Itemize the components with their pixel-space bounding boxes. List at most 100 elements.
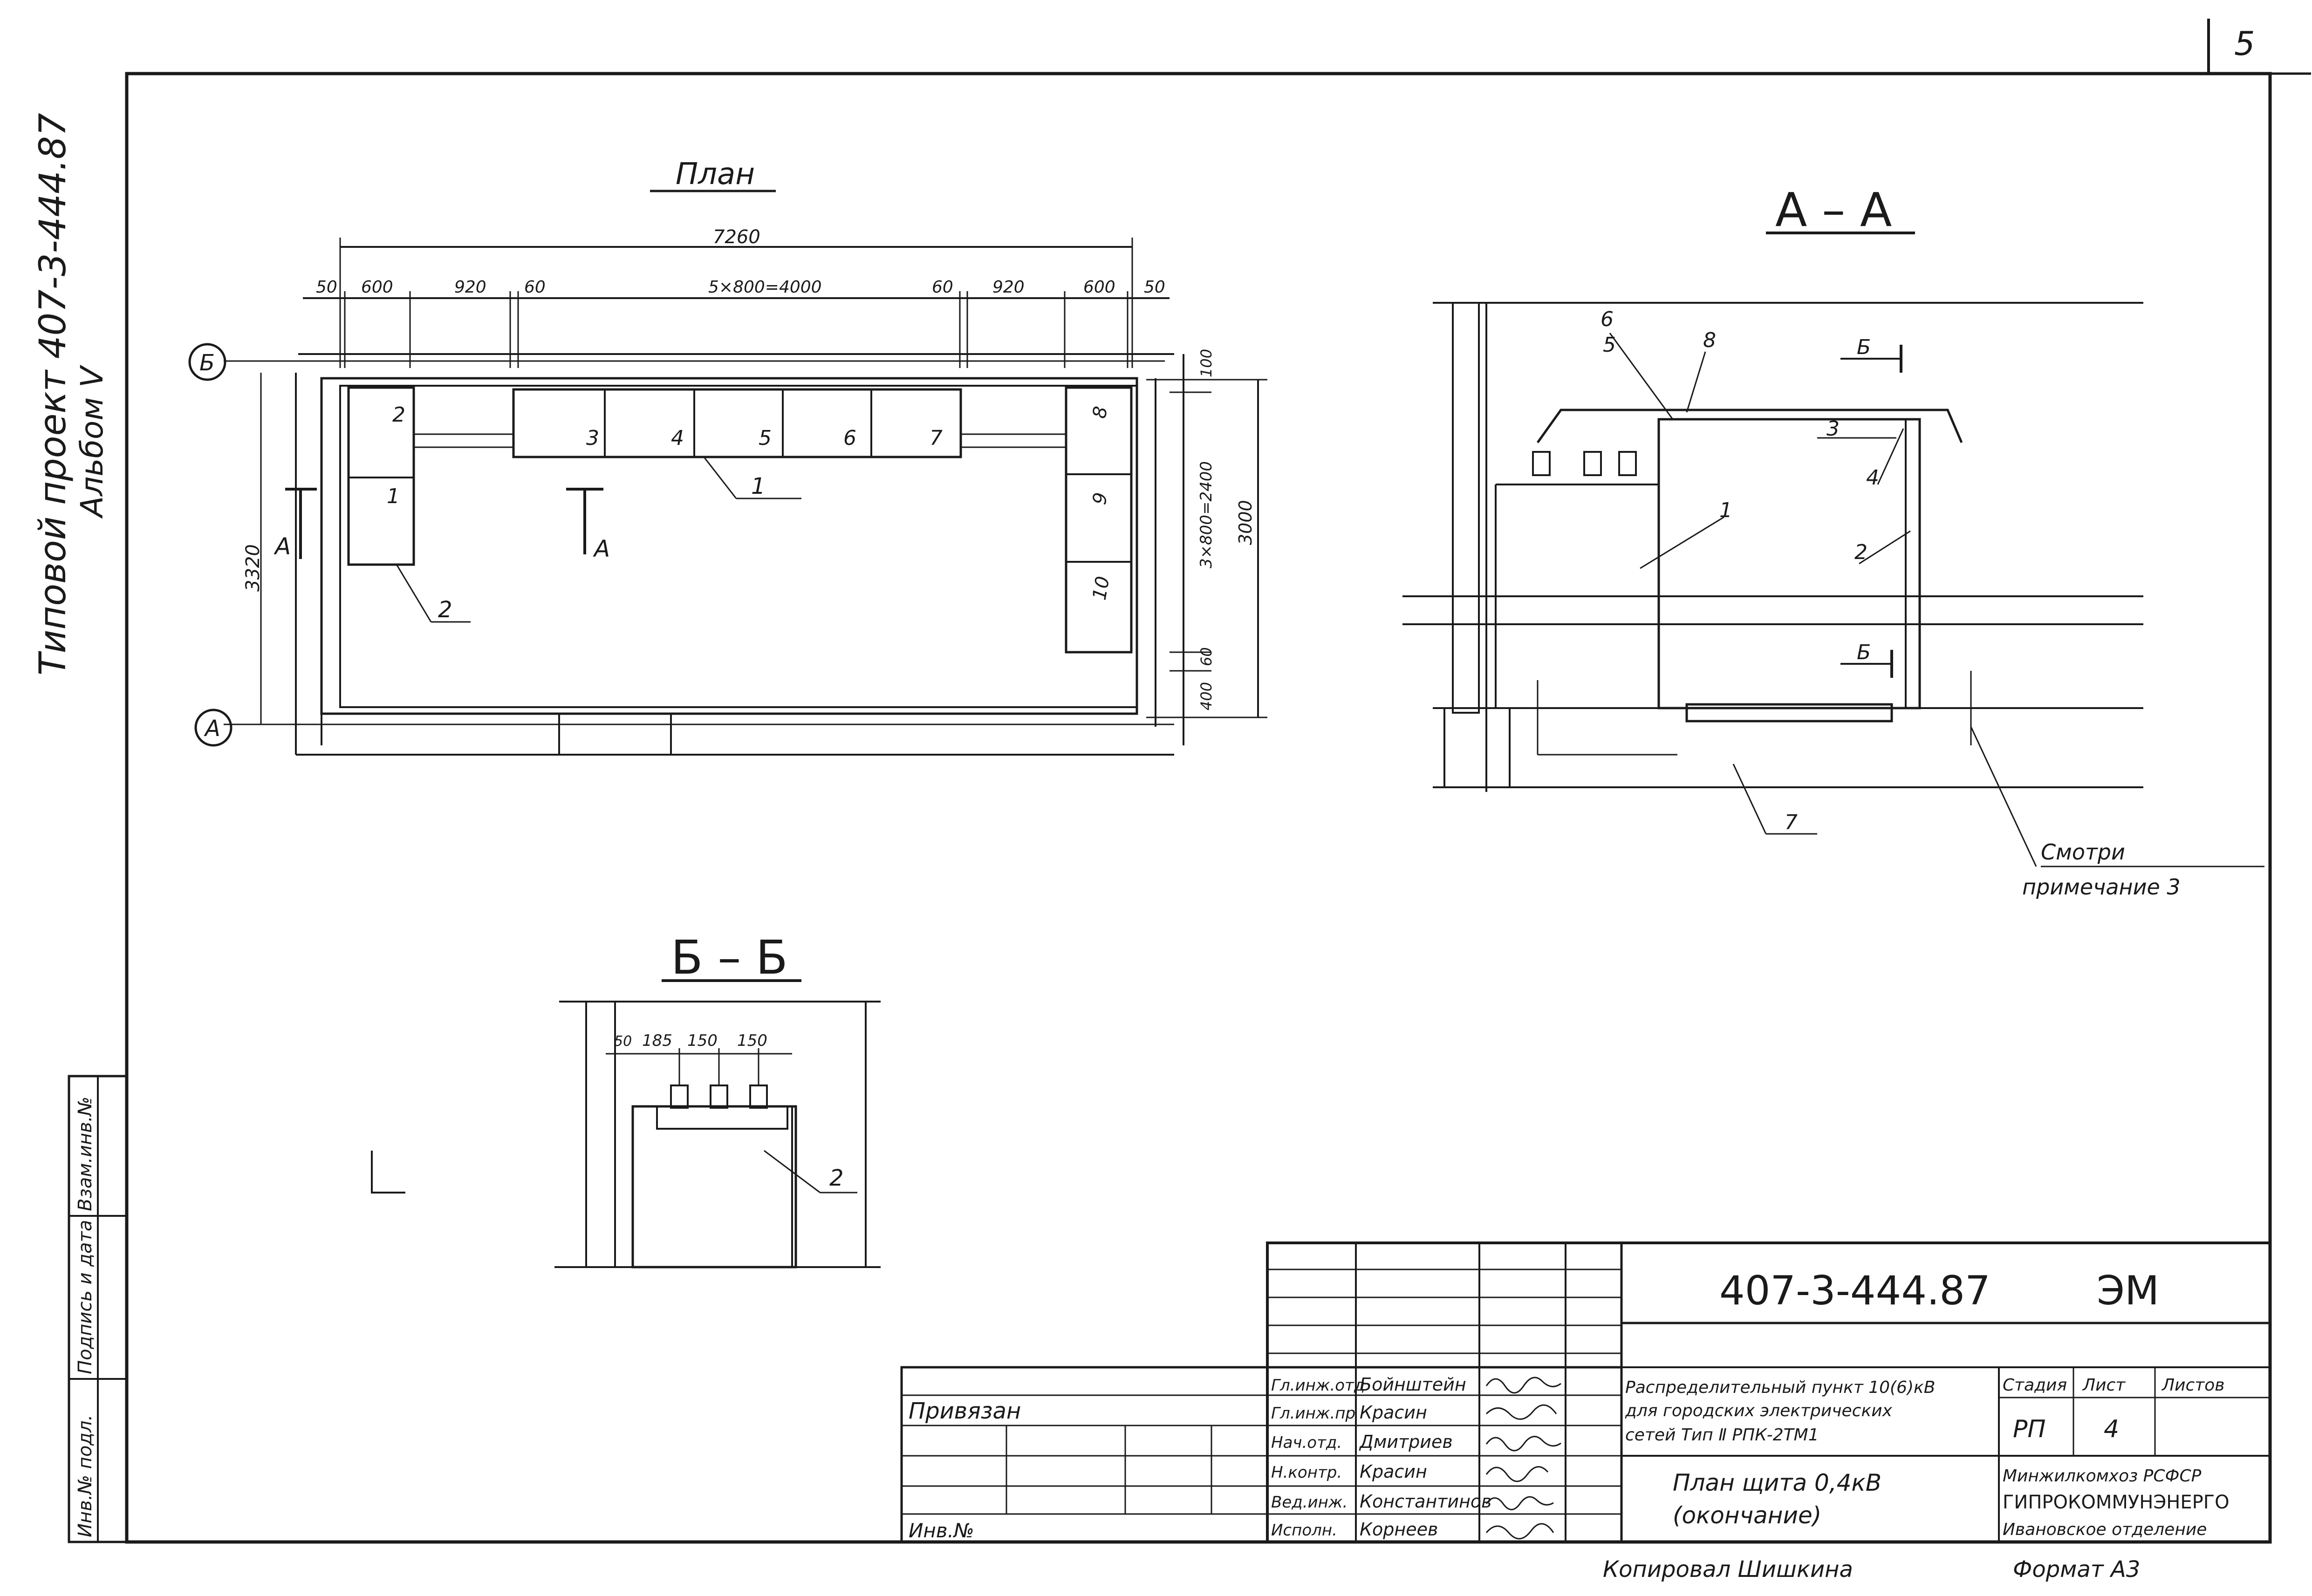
sheet-header: Лист xyxy=(2082,1376,2126,1395)
aa-callout-8: 8 xyxy=(1703,328,1716,352)
plan-cut-mark-right: А xyxy=(593,535,610,562)
plan-rdim-1: 3×800=2400 xyxy=(1197,461,1216,568)
plan-dim-2: 920 xyxy=(454,278,486,297)
axis-a-label: А xyxy=(204,716,220,742)
plan-dim-5: 60 xyxy=(932,278,953,297)
plan-rdim-3: 400 xyxy=(1197,682,1215,710)
panel-10-label: 10 xyxy=(1089,575,1114,602)
name-3: Красин xyxy=(1360,1461,1427,1482)
plan-rdim-2: 60 xyxy=(1197,647,1215,666)
page-number: 5 xyxy=(2234,25,2255,63)
section-aa-title: А – А xyxy=(1775,183,1892,237)
aa-callout-3: 3 xyxy=(1826,417,1840,441)
aa-callout-2: 2 xyxy=(1854,540,1867,564)
description-line2: для городских электрических xyxy=(1625,1401,1893,1420)
plan-dim-8: 50 xyxy=(1144,278,1165,297)
panel-6-label: 6 xyxy=(843,426,856,450)
axis-a-marker xyxy=(194,709,233,747)
plan-right-dimensions xyxy=(1146,354,1267,745)
panel-4-label: 4 xyxy=(671,426,684,450)
left-approval-strip xyxy=(68,1075,128,1543)
privyazan-label: Привязан xyxy=(909,1398,1021,1424)
axis-b-marker xyxy=(188,343,226,381)
bb-callout-2: 2 xyxy=(829,1165,844,1191)
bb-dim-0: 50 xyxy=(614,1033,632,1050)
aa-callout-4: 4 xyxy=(1866,466,1879,490)
stage-header: Стадия xyxy=(2003,1376,2067,1395)
strip-inv-label: Инв.№ подл. xyxy=(75,1415,96,1537)
org-line3: Ивановское отделение xyxy=(2003,1520,2207,1539)
plan-dimension-lines xyxy=(298,238,1174,368)
plan-rdim-total: 3000 xyxy=(1235,500,1256,545)
plan-top-panels xyxy=(512,388,1067,458)
description-line1: Распределительный пункт 10(6)кВ xyxy=(1625,1378,1935,1397)
plan-section-cut-marks xyxy=(285,488,603,559)
description-line3: сетей Тип Ⅱ РПК-2ТМ1 xyxy=(1625,1425,1819,1445)
name-2: Дмитриев xyxy=(1359,1432,1453,1452)
bb-dim-2: 150 xyxy=(687,1031,718,1050)
signatures xyxy=(1485,1377,1561,1540)
role-2: Нач.отд. xyxy=(1271,1433,1342,1452)
aa-callout-6: 6 xyxy=(1601,307,1614,331)
panel-1-label: 1 xyxy=(387,484,400,508)
role-1: Гл.инж.пр xyxy=(1271,1404,1355,1423)
plan-room-walls xyxy=(260,373,1174,756)
role-0: Гл.инж.отд xyxy=(1271,1376,1365,1395)
sheets-header: Листов xyxy=(2161,1376,2224,1395)
name-0: Бойнштейн xyxy=(1360,1374,1466,1395)
album-vertical: Альбом Ⅴ xyxy=(74,365,110,519)
strip-signature-label: Подпись и дата xyxy=(75,1220,96,1374)
section-bb-drawing xyxy=(371,1001,881,1269)
bb-dim-1: 185 xyxy=(642,1031,672,1050)
footer-copied: Копировал Шишкина xyxy=(1603,1556,1853,1582)
aa-note-line1: Смотри xyxy=(2041,839,2125,865)
role-5: Исполн. xyxy=(1271,1521,1337,1540)
panel-8-label: 8 xyxy=(1089,405,1112,420)
inv-no-label: Инв.№ xyxy=(909,1519,974,1542)
plan-dim-4: 5×800=4000 xyxy=(708,278,822,297)
section-aa-drawing xyxy=(1402,302,2264,867)
sheet-title-line2: (окончание) xyxy=(1673,1502,1821,1529)
org-line2: ГИПРОКОММУНЭНЕРГО xyxy=(2003,1492,2230,1513)
stage-value: РП xyxy=(2013,1415,2045,1443)
panel-9-label: 9 xyxy=(1089,491,1112,506)
footer-format: Формат А3 xyxy=(2013,1556,2140,1582)
plan-dim-3: 60 xyxy=(524,278,546,297)
plan-right-panels xyxy=(1065,386,1133,654)
project-code-vertical: Типовой проект 407-3-444.87 xyxy=(32,113,74,675)
doc-code: 407-3-444.87 xyxy=(1719,1268,1991,1314)
sheet-title-line1: План щита 0,4кВ xyxy=(1673,1469,1881,1496)
strip-replace-label: Взам.инв.№ xyxy=(75,1097,96,1211)
aa-cut-mark-top: Б xyxy=(1857,335,1871,359)
aa-note-line2: примечание 3 xyxy=(2022,874,2181,900)
name-4: Константинов xyxy=(1360,1491,1492,1512)
panel-3-label: 3 xyxy=(586,426,599,450)
role-4: Вед.инж. xyxy=(1271,1493,1348,1512)
plan-title: План xyxy=(676,157,755,191)
plan-dim-6: 920 xyxy=(992,278,1025,297)
plan-dim-total: 7260 xyxy=(713,226,760,248)
panel-2-label: 2 xyxy=(392,403,405,427)
plan-cut-mark-left: А xyxy=(274,533,291,560)
plan-left-panels xyxy=(347,386,513,566)
section-bb-title: Б – Б xyxy=(671,930,788,985)
bb-dim-3: 150 xyxy=(737,1031,767,1050)
plan-axis-lines xyxy=(224,360,1174,725)
plan-callout-2: 2 xyxy=(438,597,452,623)
panel-5-label: 5 xyxy=(759,426,772,450)
plan-callout-leaders xyxy=(395,456,801,623)
org-line1: Минжилкомхоз РСФСР xyxy=(2003,1466,2202,1486)
plan-dim-1: 600 xyxy=(361,278,393,297)
doc-type: ЭМ xyxy=(2097,1268,2159,1314)
role-3: Н.контр. xyxy=(1271,1463,1342,1482)
aa-callout-5: 5 xyxy=(1603,333,1616,357)
name-1: Красин xyxy=(1360,1402,1427,1423)
aa-callout-1: 1 xyxy=(1719,498,1732,522)
sheet-value: 4 xyxy=(2104,1415,2119,1443)
aa-cut-mark-bottom: Б xyxy=(1857,641,1871,664)
axis-b-label: Б xyxy=(199,350,215,376)
panel-7-label: 7 xyxy=(930,426,943,450)
plan-rdim-0: 100 xyxy=(1197,349,1215,377)
